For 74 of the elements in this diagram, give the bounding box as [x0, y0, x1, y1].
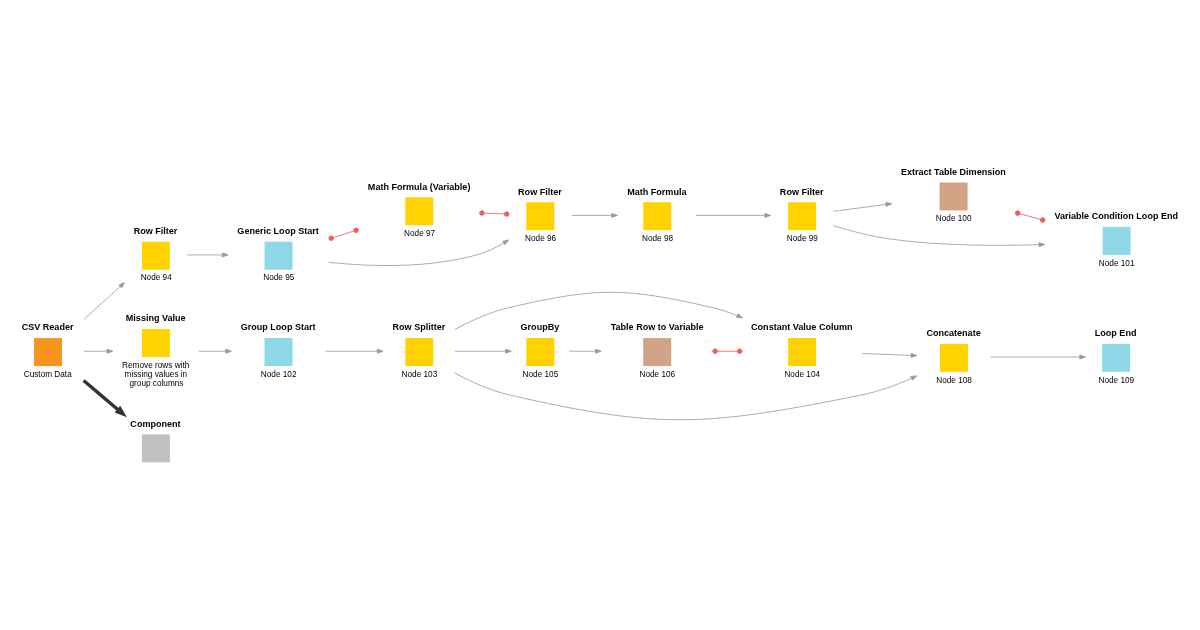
node-label: Custom Data — [23, 369, 72, 379]
node-label: Node 109 — [1098, 375, 1135, 385]
node-label: Component — [130, 418, 181, 429]
arrow — [454, 372, 918, 421]
node-label: Row Splitter — [392, 322, 446, 333]
node-label: Node 99 — [786, 233, 818, 243]
node-box — [141, 241, 170, 270]
arrow — [571, 212, 618, 218]
node-box — [1102, 343, 1131, 372]
node-box — [643, 202, 672, 231]
node-label: Node 98 — [641, 233, 674, 243]
node-label: Node 96 — [525, 233, 557, 243]
arrow — [454, 291, 744, 330]
node-box — [788, 338, 817, 367]
node-label: Node 101 — [1098, 258, 1135, 268]
connector — [1015, 210, 1046, 223]
node-box — [526, 338, 555, 367]
node-box — [34, 338, 63, 367]
node-label: Generic Loop Start — [237, 226, 319, 237]
node-label: Remove rows with missing values in group columns — [122, 360, 190, 388]
node-box — [405, 338, 434, 367]
node-box — [264, 338, 293, 367]
arrow — [83, 348, 114, 354]
node-label: Math Formula (Variable) — [367, 181, 471, 192]
node-label: Math Formula — [627, 186, 687, 197]
node-box — [643, 338, 672, 367]
node-label: Row Filter — [518, 186, 562, 197]
connector — [479, 210, 510, 217]
node-box — [405, 197, 434, 226]
arrow — [695, 212, 772, 218]
node-label: Node 104 — [784, 369, 821, 379]
node-label: Missing Value — [125, 313, 186, 324]
node-label: Node 106 — [639, 369, 676, 379]
node-label: Node 95 — [263, 273, 295, 283]
node-label: Row Filter — [133, 226, 178, 237]
node-label: Node 105 — [522, 369, 559, 379]
arrow — [186, 252, 229, 258]
arrow — [990, 354, 1086, 360]
node-box — [141, 434, 170, 463]
arrow — [454, 348, 512, 354]
node-label: Variable Condition Loop End — [1054, 211, 1179, 222]
node-label: GroupBy — [520, 322, 560, 333]
node-label: Node 100 — [935, 214, 972, 224]
connector — [712, 348, 743, 354]
node-box — [264, 241, 293, 270]
node-label: Node 108 — [936, 375, 972, 385]
node-box — [1102, 226, 1131, 255]
node-box — [141, 329, 170, 357]
node-box — [939, 182, 968, 211]
node-label: Constant Value Column — [751, 322, 853, 333]
arrow — [568, 348, 602, 354]
node-label: Row Filter — [779, 186, 824, 197]
arrow — [325, 348, 384, 354]
arrow — [832, 225, 1046, 248]
node-label: Concatenate — [926, 328, 981, 339]
node-label: Extract Table Dimension — [900, 166, 1006, 177]
arrow — [861, 352, 918, 358]
arrow — [82, 379, 127, 418]
node-label: Node 103 — [401, 369, 438, 379]
node-box — [788, 202, 817, 231]
arrow — [83, 282, 125, 321]
arrow — [198, 348, 232, 354]
arrow — [833, 202, 893, 212]
node-label: Node 102 — [260, 369, 297, 379]
node-box — [526, 202, 555, 231]
node-box — [940, 343, 968, 372]
node-label: Loop End — [1094, 328, 1137, 339]
node-label: Node 97 — [404, 228, 436, 238]
node-label: Node 94 — [140, 273, 172, 283]
arrow — [328, 239, 510, 266]
node-label: Group Loop Start — [240, 322, 316, 333]
node-label: CSV Reader — [21, 322, 74, 333]
connector — [328, 227, 359, 241]
node-label: Table Row to Variable — [610, 322, 704, 333]
